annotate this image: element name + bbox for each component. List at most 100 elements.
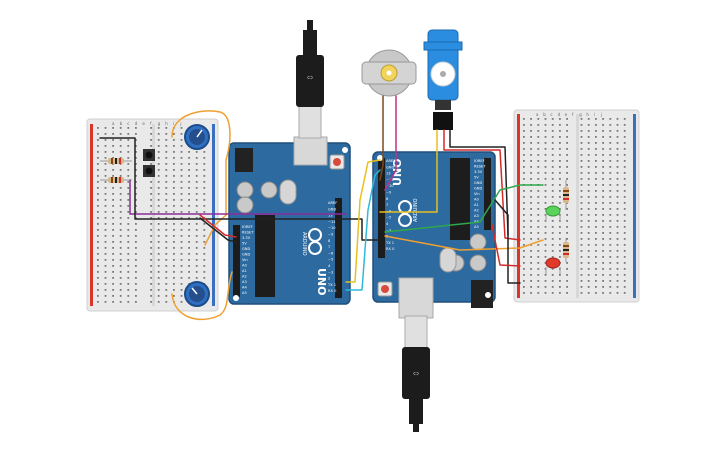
breadboard-hole	[595, 142, 597, 144]
arduino-board-left[interactable]: UNO ARDUINO AREFGND13~11~10~987~6~54~32T…	[228, 136, 351, 305]
breadboard-hole	[580, 262, 583, 264]
pin-label: ~9	[386, 191, 392, 195]
breadboard-hole	[544, 190, 547, 192]
breadboard-hole	[551, 148, 554, 150]
breadboard-hole	[537, 220, 540, 222]
mounting-hole	[233, 295, 239, 301]
pin-label: ~3	[328, 270, 333, 274]
breadboard-hole	[180, 223, 183, 225]
breadboard-hole	[119, 265, 122, 267]
breadboard-hole	[127, 271, 130, 273]
column-letter: h	[165, 121, 168, 126]
breadboard-hole	[203, 223, 206, 225]
breadboard-hole	[195, 175, 198, 177]
breadboard-hole	[616, 274, 619, 276]
column-letter: f	[572, 112, 574, 117]
breadboard-hole	[188, 229, 190, 231]
breadboard-hole	[551, 118, 554, 120]
breadboard-hole	[135, 145, 137, 147]
column-letter: c	[127, 121, 129, 126]
breadboard-hole	[544, 124, 547, 126]
breadboard-hole	[112, 289, 114, 291]
breadboard-hole	[530, 202, 532, 204]
breadboard-hole	[623, 166, 626, 168]
breadboard-hole	[602, 262, 604, 264]
potentiometer-bottom[interactable]	[184, 281, 210, 307]
reset-button-cap	[333, 158, 341, 166]
breadboard-hole	[523, 292, 525, 294]
usb-port	[293, 136, 328, 166]
breadboard-hole	[566, 166, 568, 168]
column-letter: b	[543, 112, 546, 117]
breadboard-hole	[595, 226, 597, 228]
arduino-board-right[interactable]: UNO ARDUINO AREFGND13~11~10~987~6~54~32T…	[372, 151, 496, 319]
breadboard-hole	[587, 118, 590, 120]
breadboard-hole	[127, 133, 130, 135]
breadboard-hole	[135, 247, 137, 249]
breadboard-hole	[616, 292, 619, 294]
breadboard-hole	[537, 124, 540, 126]
breadboard-hole	[544, 262, 547, 264]
breadboard-hole	[119, 223, 122, 225]
pin-label: 4	[386, 222, 389, 226]
breadboard-hole	[195, 259, 198, 261]
breadboard-hole	[566, 154, 568, 156]
breadboard-hole	[609, 172, 612, 174]
breadboard-hole	[180, 151, 183, 153]
breadboard-hole	[616, 238, 619, 240]
breadboard-hole	[173, 253, 175, 255]
breadboard-hole	[97, 127, 99, 129]
breadboard-hole	[127, 235, 130, 237]
servo-motor[interactable]	[423, 29, 463, 130]
breadboard-hole	[97, 151, 99, 153]
breadboard-hole	[559, 142, 561, 144]
breadboard-hole	[616, 268, 619, 270]
led-green[interactable]	[545, 205, 561, 222]
breadboard-hole	[203, 181, 206, 183]
pin-label: A5	[474, 225, 479, 229]
breadboard-hole	[173, 229, 175, 231]
breadboard-hole	[566, 262, 568, 264]
breadboard-hole	[616, 256, 619, 258]
breadboard-hole	[544, 172, 547, 174]
breadboard-hole	[523, 130, 525, 132]
dc-motor[interactable]	[361, 49, 417, 97]
breadboard-hole	[559, 238, 561, 240]
breadboard-hole	[165, 145, 168, 147]
led-red[interactable]	[545, 257, 561, 274]
breadboard-hole	[195, 265, 198, 267]
breadboard-hole	[119, 295, 122, 297]
push-button-bottom[interactable]	[143, 165, 155, 177]
breadboard-hole	[537, 256, 540, 258]
breadboard-hole	[104, 133, 107, 135]
push-button-top[interactable]	[143, 149, 155, 161]
breadboard-hole	[616, 148, 619, 150]
breadboard-hole	[609, 202, 612, 204]
breadboard-hole	[595, 184, 597, 186]
potentiometer-top[interactable]	[184, 124, 210, 150]
breadboard-hole	[157, 253, 160, 255]
pin-label: 5V	[474, 176, 479, 180]
breadboard-hole	[523, 274, 525, 276]
breadboard-hole	[104, 271, 107, 273]
breadboard-hole	[595, 238, 597, 240]
breadboard-hole	[537, 280, 540, 282]
breadboard-hole	[609, 124, 612, 126]
breadboard-hole	[523, 178, 525, 180]
breadboard-hole	[119, 235, 122, 237]
breadboard-hole	[530, 136, 532, 138]
breadboard-hole	[602, 154, 604, 156]
breadboard-hole	[173, 217, 175, 219]
breadboard-hole	[180, 235, 183, 237]
breadboard-hole	[544, 286, 547, 288]
pin-label: 5V	[242, 242, 247, 246]
breadboard-hole	[559, 148, 561, 150]
breadboard-hole	[559, 202, 561, 204]
breadboard-hole	[157, 187, 160, 189]
microcontroller-chip	[255, 215, 275, 297]
pin-label: TX 1	[385, 241, 394, 245]
wire-orange-top	[171, 110, 231, 216]
breadboard-hole	[157, 151, 160, 153]
